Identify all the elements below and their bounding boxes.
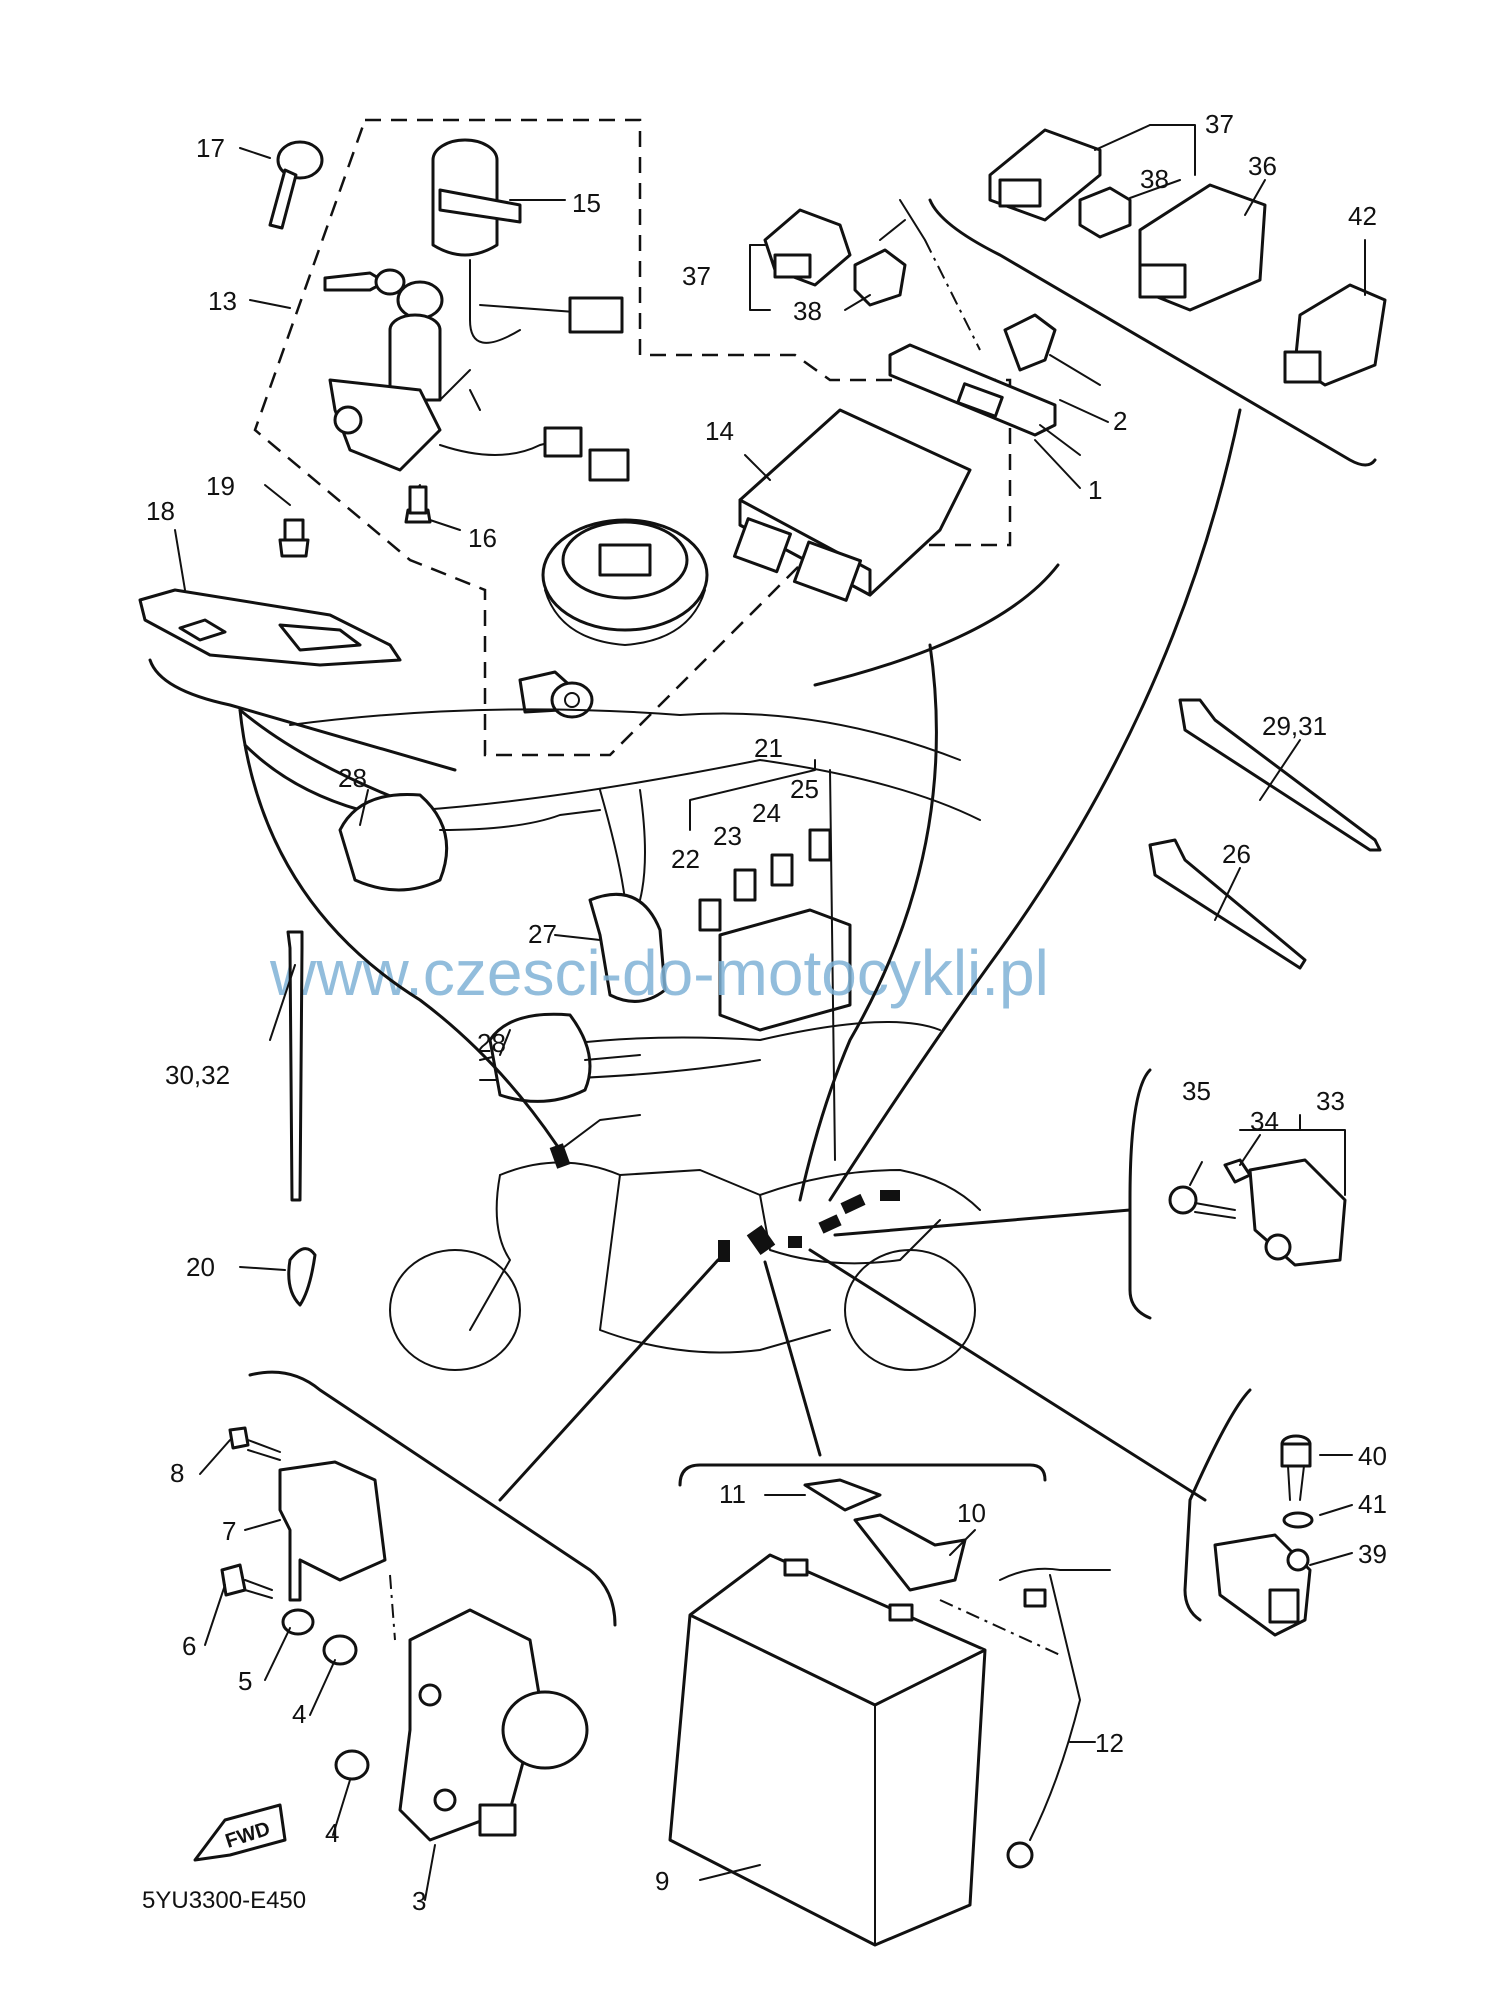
callout-4-upper: 4: [292, 1699, 306, 1729]
location-markers: [549, 1143, 900, 1262]
battery-group: [668, 1463, 1111, 1947]
callout-24: 24: [752, 798, 781, 828]
callout-17: 17: [196, 133, 225, 163]
key-part: [268, 140, 324, 230]
callout-4-lower: 4: [325, 1818, 339, 1848]
small-lock-cylinder: [518, 670, 594, 719]
callout-36: 36: [1248, 151, 1277, 181]
callout-15: 15: [572, 188, 601, 218]
fuel-cap-ring: [541, 518, 709, 646]
bolt-19: [278, 518, 310, 558]
group-leaders: [238, 408, 1242, 1502]
callout-7: 7: [222, 1516, 236, 1546]
callout-14: 14: [705, 416, 734, 446]
cable-tie-26: [1148, 838, 1307, 970]
callout-20: 20: [186, 1252, 215, 1282]
callout-39: 39: [1358, 1539, 1387, 1569]
clamp-20: [287, 1247, 317, 1307]
wire-harness-center: [238, 708, 981, 1161]
cable-tie-29-31: [1178, 698, 1382, 852]
callout-2: 2: [1113, 406, 1127, 436]
callout-42: 42: [1348, 201, 1377, 231]
callout-40: 40: [1358, 1441, 1387, 1471]
callout-10: 10: [957, 1498, 986, 1528]
callout-27: 27: [528, 919, 557, 949]
callout-30-32: 30,32: [165, 1060, 230, 1090]
callout-37-left: 37: [682, 261, 711, 291]
callout-41: 41: [1358, 1489, 1387, 1519]
diagram-code: 5YU3300-E450: [142, 1887, 306, 1914]
motorcycle-outline: [389, 1114, 981, 1371]
callout-8: 8: [170, 1458, 184, 1488]
callout-12: 12: [1095, 1728, 1124, 1758]
callout-29-31: 29,31: [1262, 711, 1327, 741]
callout-28-lower: 28: [477, 1028, 506, 1058]
relay-group-top-right: [928, 128, 1387, 467]
callout-16: 16: [468, 523, 497, 553]
callout-35: 35: [1182, 1076, 1211, 1106]
connector-37-38-set: [763, 199, 981, 351]
bracket-part-1: [888, 343, 1081, 456]
clip-part-2: [1003, 313, 1101, 386]
callout-9: 9: [655, 1866, 669, 1896]
callout-11: 11: [719, 1479, 746, 1509]
callout-25: 25: [790, 774, 819, 804]
callout-3: 3: [412, 1886, 426, 1916]
callout-labels: 1 2 3 4 4 5 6 7 8 9 10 11 12 13 14 15 16…: [146, 109, 1387, 1916]
callout-37-top: 37: [1205, 109, 1234, 139]
watermark-text: www.czesci-do-motocykli.pl: [269, 937, 1049, 1009]
callout-34: 34: [1250, 1106, 1279, 1136]
cable-tie-30-32: [286, 930, 304, 1202]
ecu-unit: [732, 408, 972, 602]
callout-38-left: 38: [793, 296, 822, 326]
starter-group: FWD: [193, 1370, 617, 1862]
bolt-16: [404, 484, 432, 524]
callout-5: 5: [238, 1666, 252, 1696]
callout-23: 23: [713, 821, 742, 851]
callout-22: 22: [671, 844, 700, 874]
callout-38-top: 38: [1140, 164, 1169, 194]
callout-21: 21: [754, 733, 783, 763]
callout-1: 1: [1088, 475, 1102, 505]
callout-6: 6: [182, 1631, 196, 1661]
callout-13: 13: [208, 286, 237, 316]
main-switch-part: [323, 138, 630, 482]
callout-leaders: [174, 124, 1366, 1901]
callout-19: 19: [206, 471, 235, 501]
plate-18: [138, 588, 402, 667]
callout-26: 26: [1222, 839, 1251, 869]
callout-18: 18: [146, 496, 175, 526]
callout-28-upper: 28: [338, 763, 367, 793]
callout-33: 33: [1316, 1086, 1345, 1116]
sensor-group-right: [1128, 1068, 1347, 1320]
relay-group-bottom-right: [1183, 1388, 1314, 1637]
